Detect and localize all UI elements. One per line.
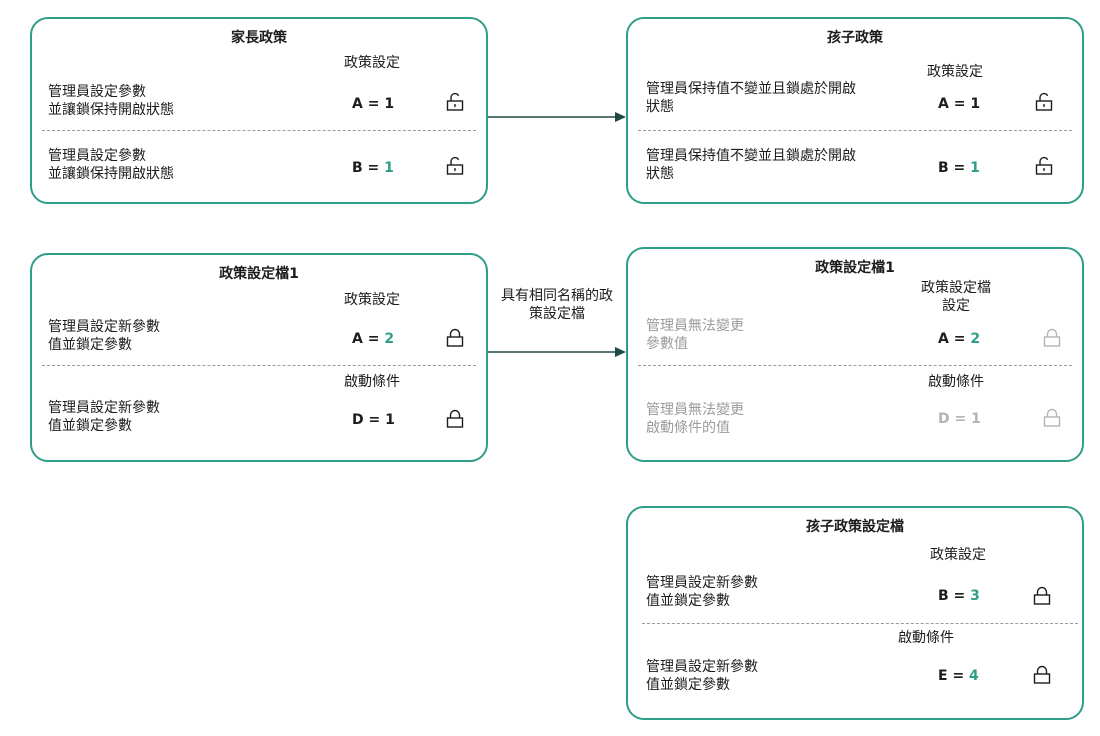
unlocked-icon (446, 156, 464, 175)
row-description: 管理員設定新參數值並鎖定參數 (646, 575, 758, 609)
section-label: 政策設定 (344, 292, 400, 308)
param-value: D = 1 (352, 412, 395, 428)
section-label: 啟動條件 (928, 374, 984, 390)
card-title: 政策設定檔1 (815, 260, 895, 276)
row-divider (42, 130, 476, 131)
row-description: 管理員無法變更啟動條件的值 (646, 402, 744, 436)
unlocked-icon (1035, 92, 1053, 111)
param-value: E = 4 (938, 668, 979, 684)
row-description: 管理員保持值不變並且鎖處於開啟狀態 (646, 81, 856, 115)
row-description: 管理員設定新參數值並鎖定參數 (646, 659, 758, 693)
card-title: 家長政策 (231, 30, 287, 46)
locked-icon (446, 328, 464, 347)
locked-icon (1033, 586, 1051, 605)
row-description: 管理員保持值不變並且鎖處於開啟狀態 (646, 148, 856, 182)
param-value: B = 1 (352, 160, 394, 176)
section-label: 政策設定 (344, 55, 400, 71)
locked-icon (1033, 665, 1051, 684)
card-title: 孩子政策設定檔 (806, 519, 904, 535)
row-divider (638, 365, 1072, 366)
profile1-parent-card: 政策設定檔1 政策設定 管理員設定新參數值並鎖定參數 A = 2 啟動條件 管理… (30, 253, 488, 462)
inherit-arrow (488, 112, 626, 122)
param-value: B = 3 (938, 588, 980, 604)
section-label: 啟動條件 (898, 630, 954, 646)
locked-icon (446, 409, 464, 428)
child-policy-card: 孩子政策 政策設定 管理員保持值不變並且鎖處於開啟狀態 A = 1 管理員保持值… (626, 17, 1084, 204)
locked-icon (1043, 408, 1061, 427)
row-divider (638, 130, 1072, 131)
locked-icon (1043, 328, 1061, 347)
param-value: A = 2 (938, 331, 981, 347)
section-label: 政策設定 (930, 547, 986, 563)
profile1-child-card: 政策設定檔1 政策設定檔設定 管理員無法變更參數值 A = 2 啟動條件 管理員… (626, 247, 1084, 462)
section-label: 政策設定 (927, 64, 983, 80)
section-label: 啟動條件 (344, 374, 400, 390)
parent-policy-card: 家長政策 政策設定 管理員設定參數並讓鎖保持開啟狀態 A = 1 管理員設定參數… (30, 17, 488, 204)
row-description: 管理員無法變更參數值 (646, 318, 744, 352)
row-description: 管理員設定參數並讓鎖保持開啟狀態 (48, 84, 174, 118)
param-value: A = 1 (938, 96, 981, 112)
same-name-profile-arrow (488, 347, 626, 357)
row-divider (642, 623, 1078, 624)
row-divider (42, 365, 476, 366)
param-value: B = 1 (938, 160, 980, 176)
card-title: 政策設定檔1 (219, 266, 299, 282)
section-label: 政策設定檔設定 (921, 280, 991, 314)
arrow-label: 具有相同名稱的政策設定檔 (501, 288, 613, 322)
row-description: 管理員設定新參數值並鎖定參數 (48, 319, 160, 353)
child-profile-card: 孩子政策設定檔 政策設定 管理員設定新參數值並鎖定參數 B = 3 啟動條件 管… (626, 506, 1084, 720)
row-description: 管理員設定新參數值並鎖定參數 (48, 400, 160, 434)
param-value: D = 1 (938, 411, 981, 427)
unlocked-icon (1035, 156, 1053, 175)
row-description: 管理員設定參數並讓鎖保持開啟狀態 (48, 148, 174, 182)
param-value: A = 1 (352, 96, 395, 112)
card-title: 孩子政策 (827, 30, 883, 46)
param-value: A = 2 (352, 331, 395, 347)
unlocked-icon (446, 92, 464, 111)
